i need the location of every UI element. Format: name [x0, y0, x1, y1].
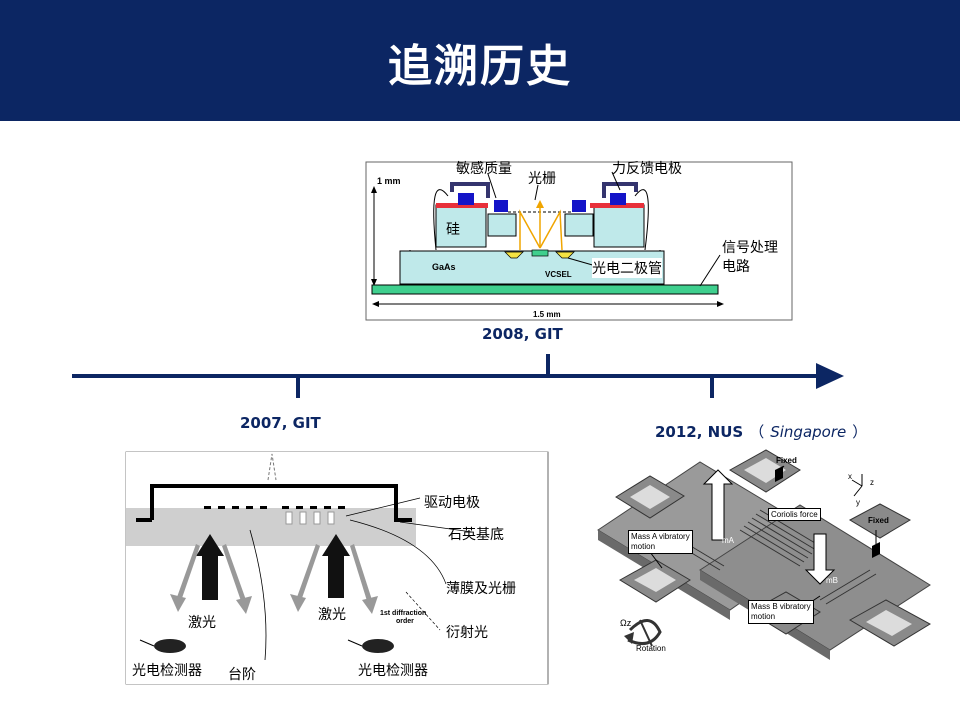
- label-film-grating: 薄膜及光栅: [446, 581, 516, 597]
- label-mass-a-1: Mass A vibratory: [631, 532, 690, 541]
- label-2007: 2007, GIT: [240, 414, 321, 432]
- label-mass-a-2: motion: [631, 542, 656, 551]
- label-laser-right: 激光: [318, 607, 346, 623]
- label-gaas: GaAs: [432, 262, 456, 272]
- label-photodiode: 光电二极管: [592, 258, 662, 278]
- label-sensitive-mass: 敏感质量: [456, 161, 512, 177]
- label-diffraction-order-1: 1st diffraction: [380, 610, 427, 617]
- label-omega: Ωz: [620, 618, 632, 628]
- label-mass-b-2: motion: [751, 612, 776, 621]
- label-feedback-electrode: 力反馈电极: [612, 161, 682, 177]
- label-axis-x: x: [848, 472, 852, 481]
- label-signal-circuit-1: 信号处理: [722, 240, 778, 256]
- label-drive-electrode: 驱动电极: [424, 495, 480, 511]
- label-signal-circuit-2: 电路: [722, 259, 750, 275]
- page-title: 追溯历史: [388, 41, 572, 92]
- label-2008: 2008, GIT: [482, 325, 563, 343]
- label-step: 台阶: [228, 667, 256, 683]
- label-photodetector-right: 光电检测器: [358, 663, 428, 679]
- paren-close: ）: [852, 423, 868, 441]
- label-axis-y: y: [856, 498, 860, 507]
- label-photodetector-left: 光电检测器: [132, 663, 202, 679]
- label-2012: 2012, NUS （ Singapore ）: [655, 421, 873, 442]
- label-diffraction-light: 衍射光: [446, 625, 488, 641]
- label-2012-org: 2012, NUS: [655, 423, 744, 441]
- label-diffraction-order-2: order: [396, 618, 414, 625]
- label-fixed-right: Fixed: [868, 516, 889, 525]
- label-silicon: 硅: [446, 222, 460, 238]
- label-laser-left: 激光: [188, 615, 216, 631]
- label-coriolis-force: Coriolis force: [768, 508, 821, 521]
- label-m-b: mB: [826, 576, 838, 585]
- label-mass-b-1: Mass B vibratory: [751, 602, 811, 611]
- label-rotation: Rotation: [636, 644, 666, 653]
- label-vcsel: VCSEL: [545, 270, 572, 279]
- scale-width-label: 1.5 mm: [533, 310, 561, 319]
- scale-height-label: 1 mm: [377, 176, 401, 186]
- label-2012-country: Singapore: [770, 423, 847, 441]
- title-banner: 追溯历史: [0, 0, 960, 121]
- label-m-a: mA: [722, 536, 734, 545]
- paren-open: （: [749, 423, 765, 441]
- label-quartz-substrate: 石英基底: [448, 527, 504, 543]
- label-grating: 光栅: [528, 171, 556, 187]
- label-fixed-top: Fixed: [776, 456, 797, 465]
- label-axis-z: z: [870, 478, 874, 487]
